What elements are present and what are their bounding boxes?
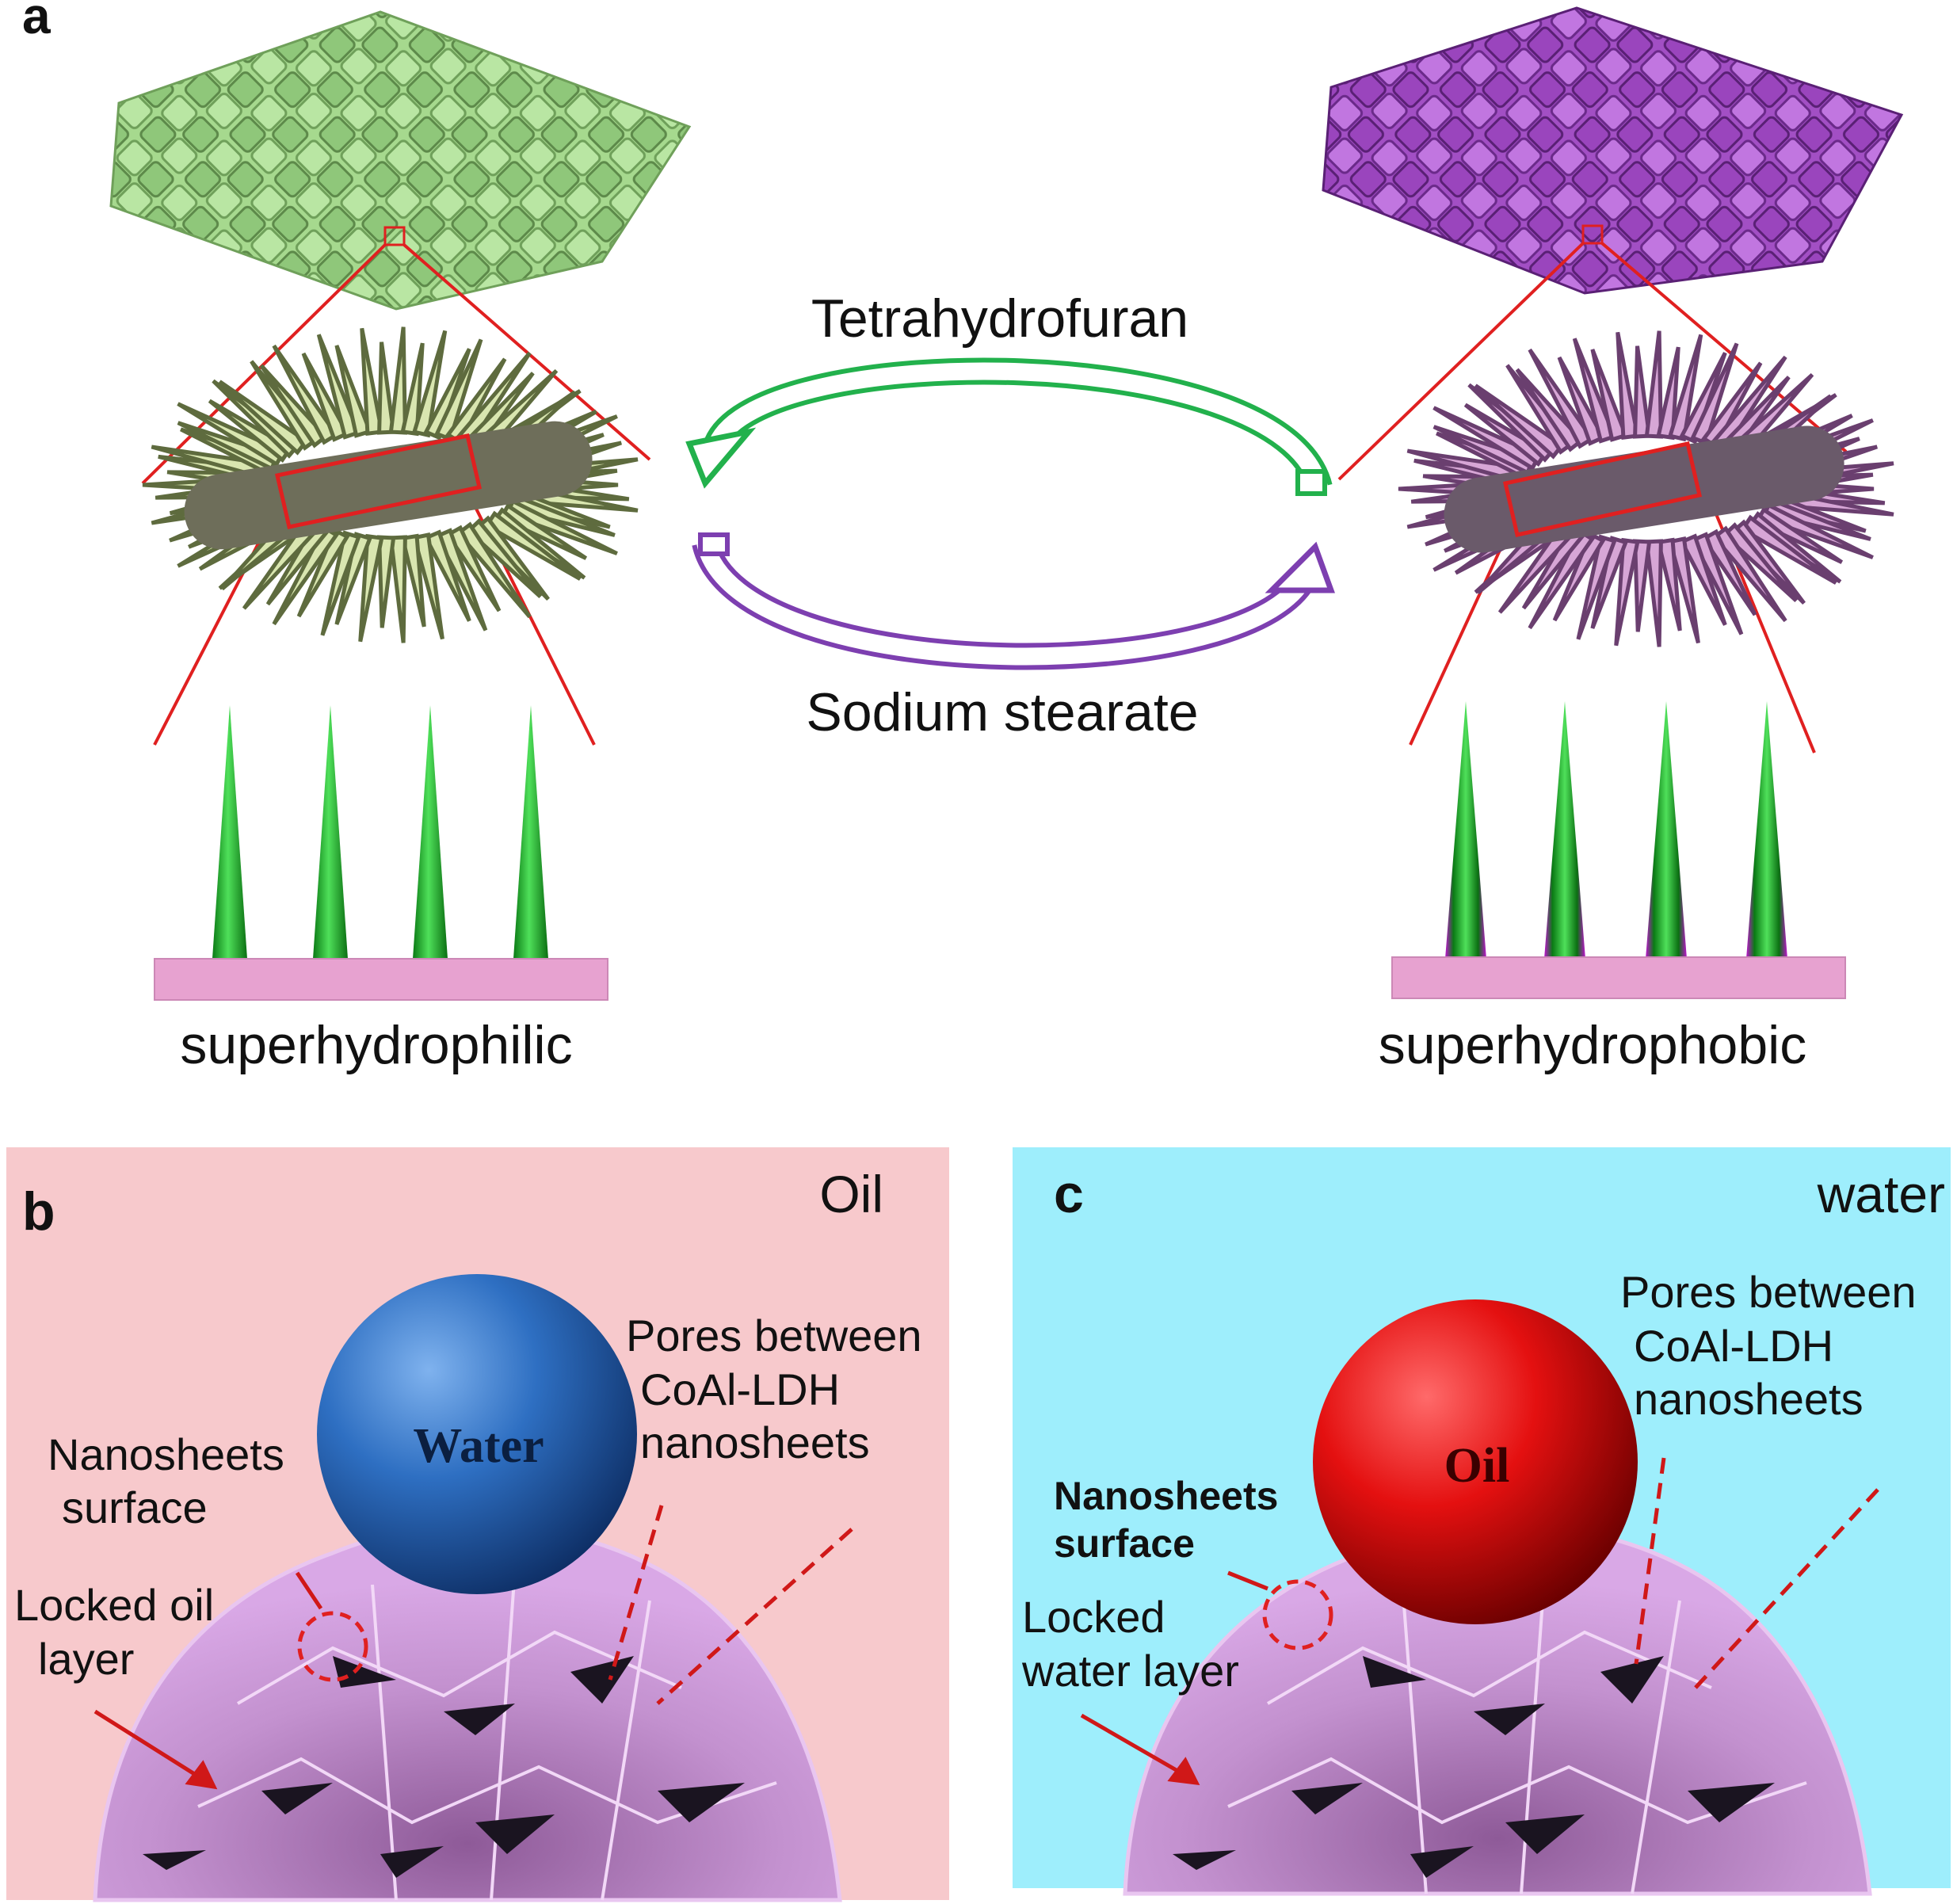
pores-label-b: Pores between CoAl-LDH nanosheets [626,1311,934,1467]
fiber-spike [334,345,373,438]
fiber-spike [1644,330,1663,439]
fiber-spike [456,521,532,619]
medium-label-b: Oil [819,1165,883,1223]
sodium-stearate-arrow [692,532,1335,670]
superhydrophilic-label: superhydrophilic [180,1015,572,1075]
locked-layer-label-b: Locked oil layer [14,1580,227,1684]
oil-droplet [1313,1299,1638,1624]
locked-layer-circle-c [1262,1579,1333,1650]
fiber-spike [1656,346,1680,441]
fiber-spike [1552,531,1606,622]
purple-spiky-fiber [1398,330,1894,647]
fiber-spike [377,341,396,435]
medium-label-c: water [1817,1165,1945,1223]
fiber-spike [1572,338,1617,444]
fiber-spike [218,380,310,456]
fiber-spike [400,342,425,437]
fiber-spike [1690,532,1744,635]
fiber-spike [1515,368,1585,452]
fiber-spike [388,326,407,435]
water-droplet [317,1274,637,1594]
fiber-spike [411,330,448,438]
panel-b: Water b Oil Pores between CoAl-LDH nanos… [6,1147,949,1902]
fiber-spike [1644,539,1663,647]
tetrahydrofuran-arrow [685,357,1333,496]
fiber-spike [465,518,542,598]
fiber-spike [1667,536,1700,644]
fiber-spike [1557,356,1606,446]
fiber-spike [320,530,361,636]
fiber-spike [296,527,350,618]
pores-label-c: Pores between CoAl-LDH nanosheets [1620,1267,1928,1424]
purple-mesh-fabric [1322,6,1904,295]
fiber-spike [1590,349,1629,442]
locked-layer-arrow-b [93,1571,323,1790]
fiber-spike [434,528,488,631]
fiber-spike [388,535,407,643]
fiber-spike [1700,528,1757,616]
locked-layer-label-c: Locked water layer [1021,1592,1239,1696]
fiber-spike [1711,525,1787,623]
panel-b-letter: b [22,1181,55,1242]
tetrahydrofuran-label: Tetrahydrofuran [811,288,1188,349]
pores-pointer-lines-b [608,1505,853,1705]
nanosheets-surface-label-c: Nanosheets surface [1054,1474,1289,1566]
panel-c: Oil c water Pores between CoAl-LDH nanos… [1013,1147,1951,1896]
fiber-spike [272,344,340,445]
locked-layer-circle-b [297,1611,368,1682]
fiber-spike [1616,331,1640,440]
fiber-spike [434,338,483,442]
fiber-spike [1528,348,1596,449]
sodium-stearate-label: Sodium stearate [806,682,1198,742]
pores-pointer-lines-c [1634,1457,1879,1689]
superhydrophobic-label: superhydrophobic [1379,1015,1807,1075]
fiber-spike [1614,537,1640,647]
green-spiky-fiber [142,326,639,643]
fiber-spike [1474,383,1566,460]
fiber-spike [1576,534,1617,640]
panel-c-letter: c [1054,1164,1084,1224]
green-cones-substrate [154,705,608,1001]
locked-layer-arrow-c [1080,1570,1268,1786]
fiber-spike [1633,539,1652,632]
fiber-spike [1690,342,1739,446]
fiber-spike [1667,334,1703,442]
fiber-spike [259,364,329,448]
fiber-spike [444,525,502,612]
purple-coated-cones-substrate [1391,701,1846,999]
fiber-spike [377,535,396,628]
panel-a-letter: a [22,0,51,44]
fiber-spike [1679,533,1727,626]
fiber-spike [1633,345,1652,439]
fiber-spike [360,327,384,436]
fiber-spike [334,532,373,625]
fiber-spike [400,533,426,628]
fiber-spike [423,529,471,622]
nanosheets-surface-label-b: Nanosheets surface [48,1429,296,1532]
fiber-spike [1590,536,1629,629]
fiber-spike [301,352,350,442]
fiber-spike [316,334,361,440]
green-mesh-fabric [109,10,692,311]
fiber-spike [411,532,444,640]
fiber-spike [1656,537,1682,631]
fiber-spike [358,533,384,643]
fiber-spike [1721,522,1798,602]
oil-droplet-label: Oil [1444,1439,1510,1493]
water-droplet-label: Water [413,1419,544,1473]
